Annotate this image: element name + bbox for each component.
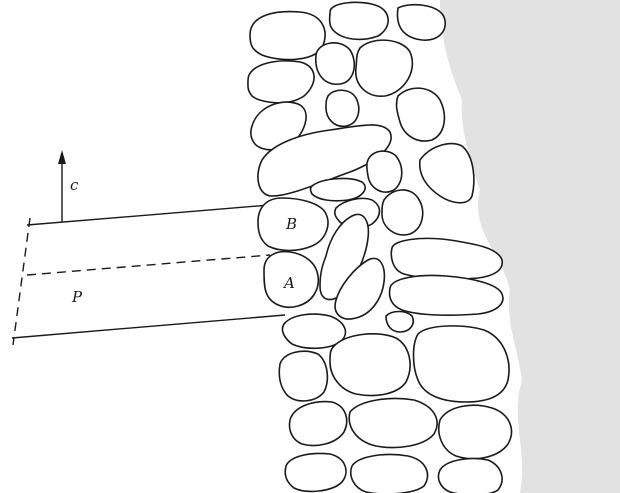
plank-top-edge [27,205,270,225]
stone [326,90,359,126]
stone [285,454,346,492]
stone [391,238,502,279]
stone [439,405,512,458]
stone [397,5,445,41]
stone [250,12,325,60]
stone [356,40,413,96]
label-p: P [71,288,83,306]
stone [386,312,413,333]
plank-center-line [27,255,270,275]
stone [382,190,423,235]
stone [420,144,474,203]
plank-end-edge [13,218,30,345]
stone [414,326,510,402]
stone [279,351,327,401]
arrow-c-head [58,150,66,164]
stone [316,43,355,84]
stone [311,179,366,201]
stone [248,61,314,103]
stone [290,402,347,446]
stone [390,276,503,316]
stone [282,314,345,348]
arrow-c [58,150,66,222]
label-b: B [285,215,297,233]
label-c: c [70,176,79,194]
stone [397,88,445,141]
stone [438,458,502,493]
stone [367,151,402,192]
stone [349,399,437,448]
stone [330,2,389,39]
label-a: A [282,274,295,292]
stone [351,454,428,493]
plank-p [12,205,285,345]
stone [330,334,410,396]
plank-bottom-edge [12,315,285,338]
